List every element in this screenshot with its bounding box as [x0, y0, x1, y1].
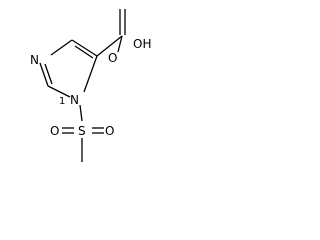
atom-sulfonyl-o-right: O — [105, 124, 114, 138]
bond-c5-ccooh — [96, 35, 123, 57]
bond-n1-c5 — [83, 55, 98, 93]
atom-n3: N — [30, 53, 39, 67]
atom-carbonyl-o: O — [108, 51, 117, 65]
bond-c4-c5 — [71, 39, 98, 57]
bond-c4-c5-double — [74, 45, 94, 59]
atom-hydroxyl: OH — [133, 37, 151, 51]
bond-c4-n3 — [50, 39, 73, 56]
bond-n1-s — [79, 104, 83, 122]
structure-canvas: N N 1 OH O S O O — [0, 0, 158, 172]
atom-n1: N — [70, 93, 79, 107]
atom-sulfonyl-o-left: O — [50, 124, 59, 138]
bond-c2-n1 — [47, 85, 71, 98]
structure-diagram: N N 1 OH O S O O — [30, 9, 151, 162]
atom-sulfur: S — [78, 124, 86, 138]
bond-n3-c2 — [39, 62, 49, 87]
atom-n1-locant: 1 — [59, 96, 65, 107]
bond-c-oh — [117, 35, 123, 53]
bond-n3-c2-double — [44, 63, 53, 85]
